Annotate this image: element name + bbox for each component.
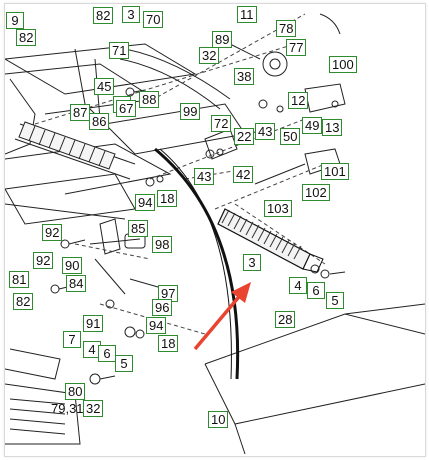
- curved-pipe: [319, 13, 341, 35]
- bottom-left-frame: [5, 383, 81, 445]
- part-label: 89: [212, 31, 233, 48]
- part-label: 92: [33, 252, 54, 269]
- roller-upper-left: [18, 121, 116, 170]
- frame-bracket-left: [5, 78, 36, 155]
- drive-coupling: [204, 128, 238, 160]
- part-label: 81: [9, 271, 30, 288]
- bottom-left-grille: [9, 398, 66, 435]
- lower-frame-base: [5, 203, 126, 220]
- part-label: 98: [152, 236, 173, 253]
- exploded-parts-drawing: [5, 13, 425, 455]
- part-label: 79,31: [51, 401, 84, 416]
- red-pointer-arrow: [193, 282, 251, 351]
- tension-rod: [254, 163, 306, 185]
- part-label: 88: [139, 91, 160, 108]
- part-label: 94: [135, 194, 156, 211]
- part-label: 11: [237, 6, 257, 23]
- drive-belt-inner: [159, 148, 232, 380]
- part-label: 18: [157, 190, 178, 207]
- part-label: 12: [288, 92, 309, 109]
- part-label: 67: [116, 100, 137, 117]
- frame-leaf-spring: [124, 48, 231, 100]
- part-label: 78: [276, 20, 297, 37]
- part-label: 82: [13, 293, 34, 310]
- part-label: 96: [152, 299, 173, 316]
- pulley-bore: [269, 58, 281, 70]
- part-label: 32: [199, 47, 220, 64]
- part-label: 45: [94, 78, 115, 95]
- part-label: 49: [302, 117, 323, 134]
- bottom-left-roller: [5, 348, 61, 380]
- part-label: 94: [146, 317, 167, 334]
- part-label: 6: [98, 345, 116, 362]
- frame-rail-top: [5, 43, 197, 95]
- drive-belt: [154, 147, 240, 380]
- part-label: 102: [302, 184, 330, 201]
- part-label: 9: [6, 12, 24, 29]
- part-label: 5: [326, 292, 344, 309]
- part-label: 10: [208, 411, 229, 428]
- part-label: 71: [109, 42, 130, 59]
- part-label: 84: [66, 275, 87, 292]
- part-label: 7: [63, 331, 81, 348]
- fasteners: [50, 87, 346, 385]
- part-label: 18: [158, 335, 179, 352]
- part-label: 38: [234, 68, 255, 85]
- part-label: 50: [280, 128, 301, 145]
- part-label: 42: [233, 166, 254, 183]
- part-label: 32: [83, 400, 104, 417]
- part-label: 80: [65, 383, 86, 400]
- part-label: 28: [275, 311, 296, 328]
- part-label: 82: [16, 29, 37, 46]
- part-label: 3: [122, 6, 140, 23]
- part-label: 100: [329, 56, 357, 73]
- part-label: 3: [243, 254, 261, 271]
- pulley-hub: [262, 51, 288, 77]
- pulley-arm: [229, 43, 261, 60]
- part-label: 22: [234, 128, 255, 145]
- part-label: 82: [93, 7, 114, 24]
- lower-right-frame-edge: [344, 303, 425, 315]
- part-label: 6: [307, 282, 325, 299]
- part-label: 77: [286, 39, 307, 56]
- lower-right-frame-bottom: [234, 423, 246, 455]
- parts-diagram: 9 82 3 70 11 82 78 89 32 71 77 100 38 45…: [4, 3, 426, 457]
- frame-rail-upper: [5, 63, 157, 115]
- part-label: 86: [89, 113, 110, 130]
- link-arm: [94, 258, 126, 295]
- part-label: 70: [143, 11, 164, 28]
- pivot-shaft: [89, 238, 141, 245]
- part-label: 99: [180, 103, 201, 120]
- part-label: 87: [70, 104, 91, 121]
- part-label: 43: [194, 168, 215, 185]
- part-label: 72: [211, 115, 232, 132]
- part-label: 101: [321, 163, 349, 180]
- roller-part-3: [217, 208, 324, 273]
- upper-right-bracket: [304, 83, 346, 113]
- part-label: 92: [42, 224, 63, 241]
- part-label: 103: [264, 200, 292, 217]
- part-label: 97: [158, 285, 179, 302]
- part-label: 90: [62, 257, 83, 274]
- part-label: 13: [322, 119, 343, 136]
- upper-shaft-lower-edge: [14, 138, 131, 180]
- part-label: 5: [115, 355, 133, 372]
- part-label: 43: [255, 123, 276, 140]
- frame-leaf-spring-2: [119, 58, 221, 110]
- part-label: 91: [83, 315, 104, 332]
- lower-frame-body: [5, 173, 136, 225]
- pivot-bracket: [99, 218, 121, 255]
- part-label: 85: [128, 220, 149, 237]
- part-label: 4: [289, 277, 307, 294]
